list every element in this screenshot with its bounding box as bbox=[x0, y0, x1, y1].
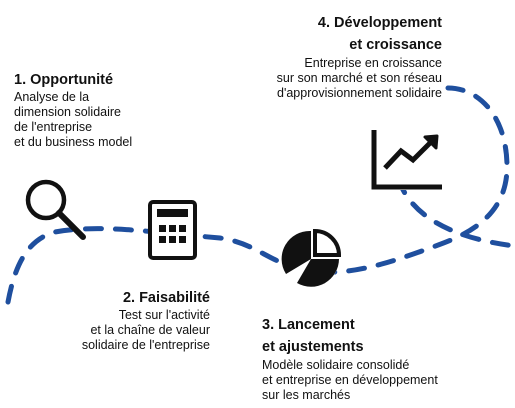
step-description: Analyse de la dimension solidaire de l'e… bbox=[14, 90, 133, 149]
step-opportunity: 1. Opportunité Analyse de la dimension s… bbox=[14, 70, 214, 150]
step-title: 3. Lancement et ajustements bbox=[262, 317, 364, 355]
pie-chart-icon bbox=[281, 228, 342, 287]
step-title: 2. Faisabilité bbox=[122, 290, 210, 306]
calculator-icon bbox=[148, 200, 197, 260]
magnifier-icon bbox=[25, 179, 86, 240]
step-description: Entreprise en croissance sur son marché … bbox=[276, 56, 442, 100]
step-description: Test sur l'activité et la chaîne de vale… bbox=[81, 308, 210, 352]
step-launch: 3. Lancement et ajustements Modèle solid… bbox=[262, 314, 502, 403]
step-growth: 4. Développement et croissance Entrepris… bbox=[190, 12, 442, 101]
step-title: 1. Opportunité bbox=[14, 72, 114, 88]
step-description: Modèle solidaire consolidé et entreprise… bbox=[262, 358, 438, 402]
step-feasibility: 2. Faisabilité Test sur l'activité et la… bbox=[10, 288, 210, 353]
step-title: 4. Développement et croissance bbox=[317, 15, 442, 53]
growth-chart-icon bbox=[371, 128, 444, 190]
dashed-loop-path bbox=[395, 175, 515, 249]
